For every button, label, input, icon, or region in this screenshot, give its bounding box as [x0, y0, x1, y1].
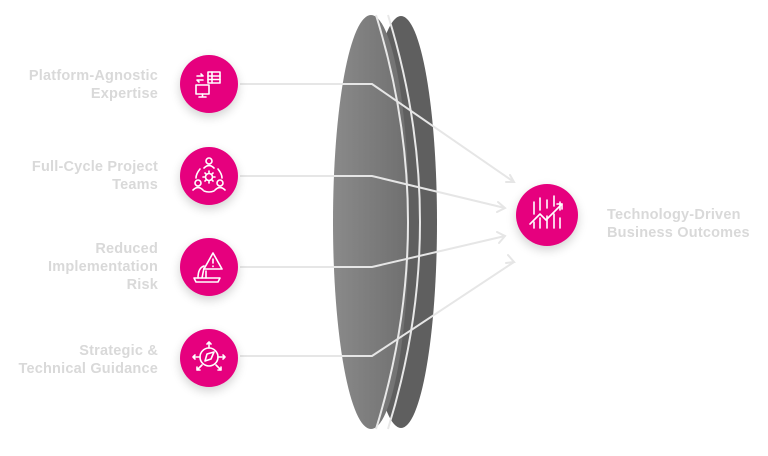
lens-face	[333, 15, 409, 429]
input-label-line: Reduced	[95, 241, 158, 257]
input-label-line: Risk	[126, 277, 158, 293]
warning-risk-icon	[180, 238, 238, 296]
arrowhead	[496, 231, 507, 244]
ray-line	[240, 261, 515, 357]
input-label: Reduced Implementation Risk	[48, 240, 158, 294]
ray-line	[240, 175, 506, 209]
platform-swap-icon	[180, 55, 238, 113]
arrowhead	[496, 201, 507, 213]
input-label-line: Technical Guidance	[18, 361, 158, 377]
input-label-line: Platform-Agnostic	[28, 68, 158, 84]
arrowhead	[505, 254, 516, 264]
team-gear-icon	[180, 147, 238, 205]
input-label-line: Strategic &	[79, 343, 158, 359]
input-label: Full-Cycle Project Teams	[32, 158, 158, 194]
input-label-line: Teams	[112, 177, 158, 193]
input-label-line: Expertise	[90, 86, 158, 102]
ray-line	[240, 83, 515, 183]
lens-rim-line	[387, 14, 421, 430]
output-label-line: Technology-Driven	[607, 207, 741, 223]
growth-chart-icon	[516, 184, 578, 246]
output-label: Technology-Driven Business Outcomes	[607, 206, 750, 242]
ray-line	[240, 235, 506, 268]
input-label-line: Implementation	[48, 259, 158, 275]
lens-rim-line	[375, 14, 409, 430]
output-label-line: Business Outcomes	[607, 225, 750, 241]
compass-navigation-icon	[180, 329, 238, 387]
arrowhead	[505, 174, 516, 183]
input-label-line: Full-Cycle Project	[31, 159, 158, 175]
input-label: Strategic & Technical Guidance	[18, 342, 158, 378]
input-label: Platform-Agnostic Expertise	[29, 67, 158, 103]
